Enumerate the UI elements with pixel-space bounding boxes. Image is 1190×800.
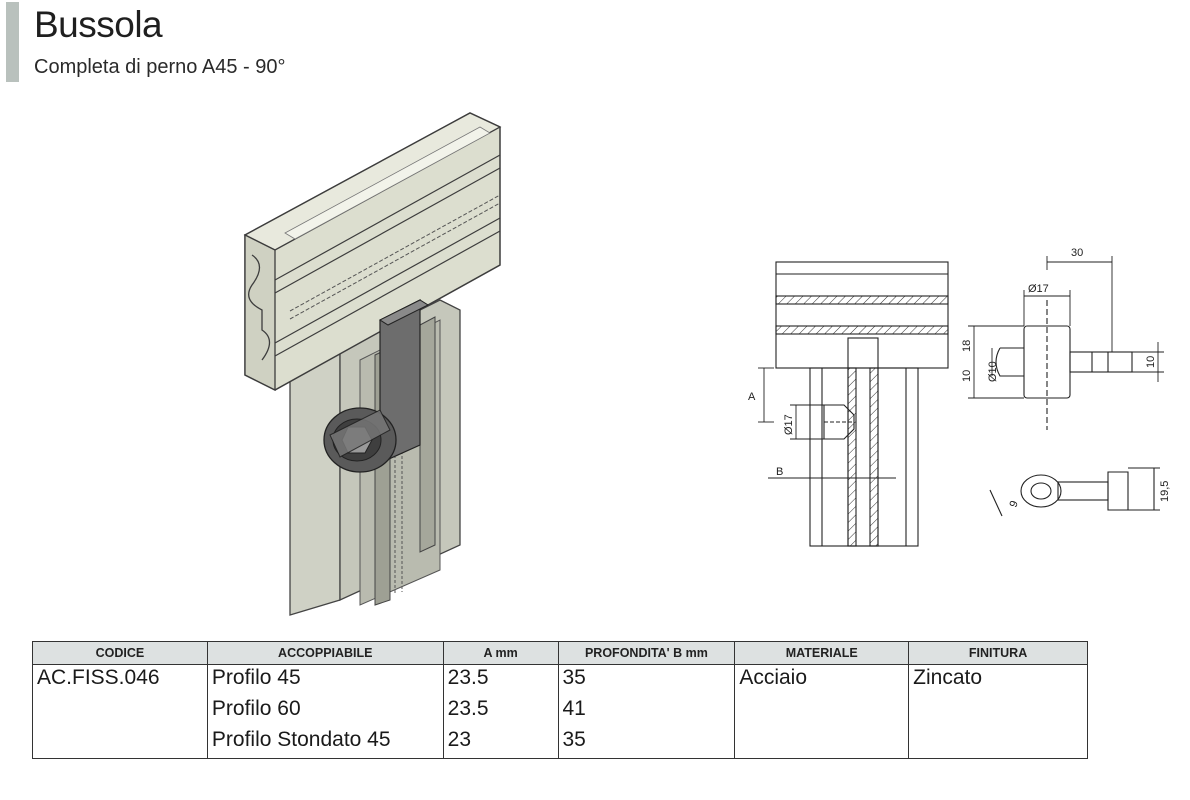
spec-table: CODICE ACCOPPIABILE A mm PROFONDITA' B m… (32, 641, 1088, 759)
header-codice: CODICE (32, 641, 208, 665)
table-row: Profilo 60 23.5 41 (32, 696, 1088, 727)
cell-codice (32, 727, 208, 759)
dim-30-label: 30 (1071, 247, 1083, 259)
bushing-pin (323, 299, 430, 473)
header-materiale: MATERIALE (734, 641, 910, 665)
header-profondita: PROFONDITA' B mm (557, 641, 736, 665)
dim-10-left-label: 10 (961, 370, 973, 382)
dim-9-label: 9 (1008, 499, 1021, 509)
pin-side-view (995, 300, 1133, 430)
cell-a: 23 (442, 727, 559, 759)
cell-finitura: Zincato (908, 664, 1088, 696)
isometric-illustration (243, 112, 502, 616)
cell-accoppiabile: Profilo 60 (206, 696, 444, 727)
cell-codice (32, 696, 208, 727)
cell-b: 35 (557, 727, 736, 759)
header-accoppiabile: ACCOPPIABILE (206, 641, 444, 665)
section-view (768, 261, 949, 547)
cell-codice: AC.FISS.046 (32, 664, 208, 696)
dim-phi17-top-label: Ø17 (1028, 283, 1049, 295)
dim-phi10-label: Ø10 (987, 361, 999, 382)
cell-b: 35 (557, 664, 736, 696)
cell-finitura (908, 696, 1088, 727)
pin-top-view (989, 467, 1160, 517)
table-row: Profilo Stondato 45 23 35 (32, 727, 1088, 759)
page-subtitle: Completa di perno A45 - 90° (34, 56, 286, 78)
cell-a: 23.5 (442, 664, 559, 696)
horizontal-profile (243, 112, 502, 392)
cell-finitura (908, 727, 1088, 759)
cell-accoppiabile: Profilo 45 (206, 664, 444, 696)
cell-materiale (734, 696, 910, 727)
page-title: Bussola (34, 4, 163, 45)
table-header-row: CODICE ACCOPPIABILE A mm PROFONDITA' B m… (32, 641, 1088, 665)
table-row: AC.FISS.046 Profilo 45 23.5 35 Acciaio Z… (32, 664, 1088, 696)
dim-18-label: 18 (961, 340, 973, 352)
technical-drawing: A Ø17 B 30 Ø17 18 10 Ø10 10 (748, 247, 1170, 547)
cell-a: 23.5 (442, 696, 559, 727)
title-accent-bar (6, 2, 19, 82)
dim-b-label: B (776, 466, 783, 478)
dim-19-5-label: 19,5 (1159, 481, 1170, 502)
cell-materiale: Acciaio (734, 664, 910, 696)
cell-b: 41 (557, 696, 736, 727)
dim-10-right-label: 10 (1145, 356, 1157, 368)
header-a-mm: A mm (442, 641, 559, 665)
dim-phi17-side-label: Ø17 (783, 414, 795, 435)
header-finitura: FINITURA (908, 641, 1088, 665)
dim-a-label: A (748, 391, 756, 403)
cell-materiale (734, 727, 910, 759)
cell-accoppiabile: Profilo Stondato 45 (206, 727, 444, 759)
